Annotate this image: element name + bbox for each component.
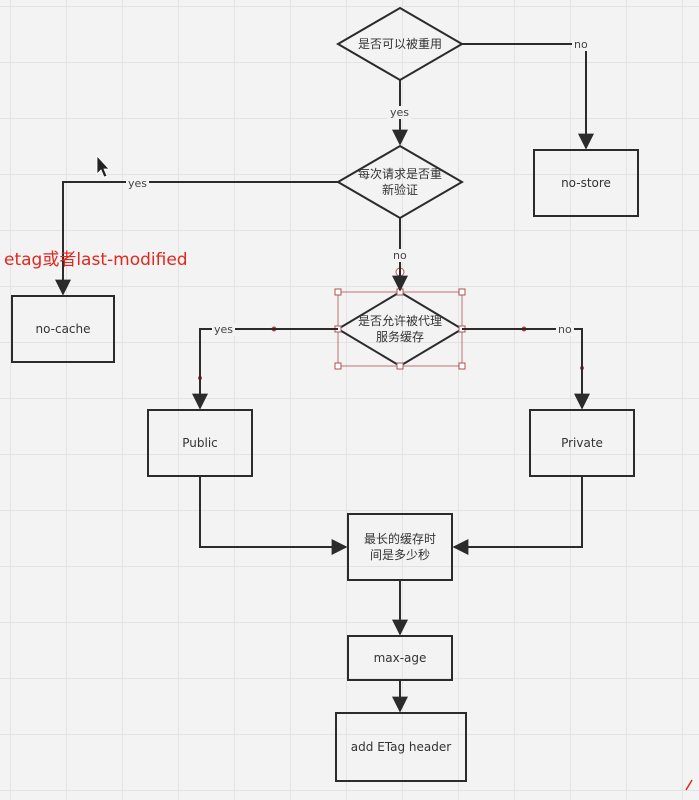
- box-private-label: Private: [561, 436, 603, 450]
- edge-public-to-max-time: [199, 476, 348, 555]
- box-max-age-label: max-age: [373, 651, 427, 665]
- edge-reusable-no: [462, 43, 594, 150]
- box-max-time-line1: 最长的缓存时: [363, 532, 436, 546]
- box-no-store-label: no-store: [561, 176, 611, 190]
- decision-revalidate-label: 每次请求是否重 新验证: [340, 166, 460, 198]
- decision-proxy-label: 是否允许被代理 服务缓存: [340, 313, 460, 345]
- box-no-cache-label: no-cache: [35, 322, 91, 336]
- box-max-time-label: 最长的缓存时 间是多少秒: [348, 514, 452, 580]
- box-public-label: Public: [182, 436, 218, 450]
- edge-label-revalidate-no: no: [391, 249, 409, 262]
- edge-label-revalidate-yes: yes: [126, 177, 150, 190]
- box-max-time-line2: 间是多少秒: [369, 548, 430, 562]
- decision-revalidate-line1: 每次请求是否重: [357, 167, 442, 181]
- edge-label-proxy-no: no: [556, 323, 574, 336]
- decision-proxy-line2: 服务缓存: [375, 330, 424, 344]
- annotation-etag: etag或者last-modified: [4, 250, 188, 270]
- edge-proxy-no: [462, 328, 590, 410]
- edge-label-proxy-yes: yes: [212, 323, 236, 336]
- mouse-cursor-icon: [96, 154, 110, 178]
- edge-label-reusable-no: no: [572, 38, 590, 51]
- selection-handles: [198, 267, 584, 380]
- edge-proxy-yes: [192, 328, 338, 410]
- box-add-etag-label: add ETag header: [350, 740, 452, 754]
- edge-private-to-max-time: [452, 476, 583, 555]
- decision-reusable-label: 是否可以被重用: [357, 37, 442, 51]
- box-no-cache-shape[interactable]: [11, 295, 115, 363]
- box-add-etag-shape[interactable]: [335, 712, 467, 782]
- corner-mark-icon: [685, 779, 693, 791]
- edge-revalidate-yes: [55, 181, 338, 296]
- decision-revalidate-line2: 新验证: [381, 183, 418, 197]
- box-no-store-shape[interactable]: [533, 149, 639, 217]
- edge-label-reusable-yes: yes: [388, 106, 412, 119]
- decision-proxy-line1: 是否允许被代理: [357, 314, 442, 328]
